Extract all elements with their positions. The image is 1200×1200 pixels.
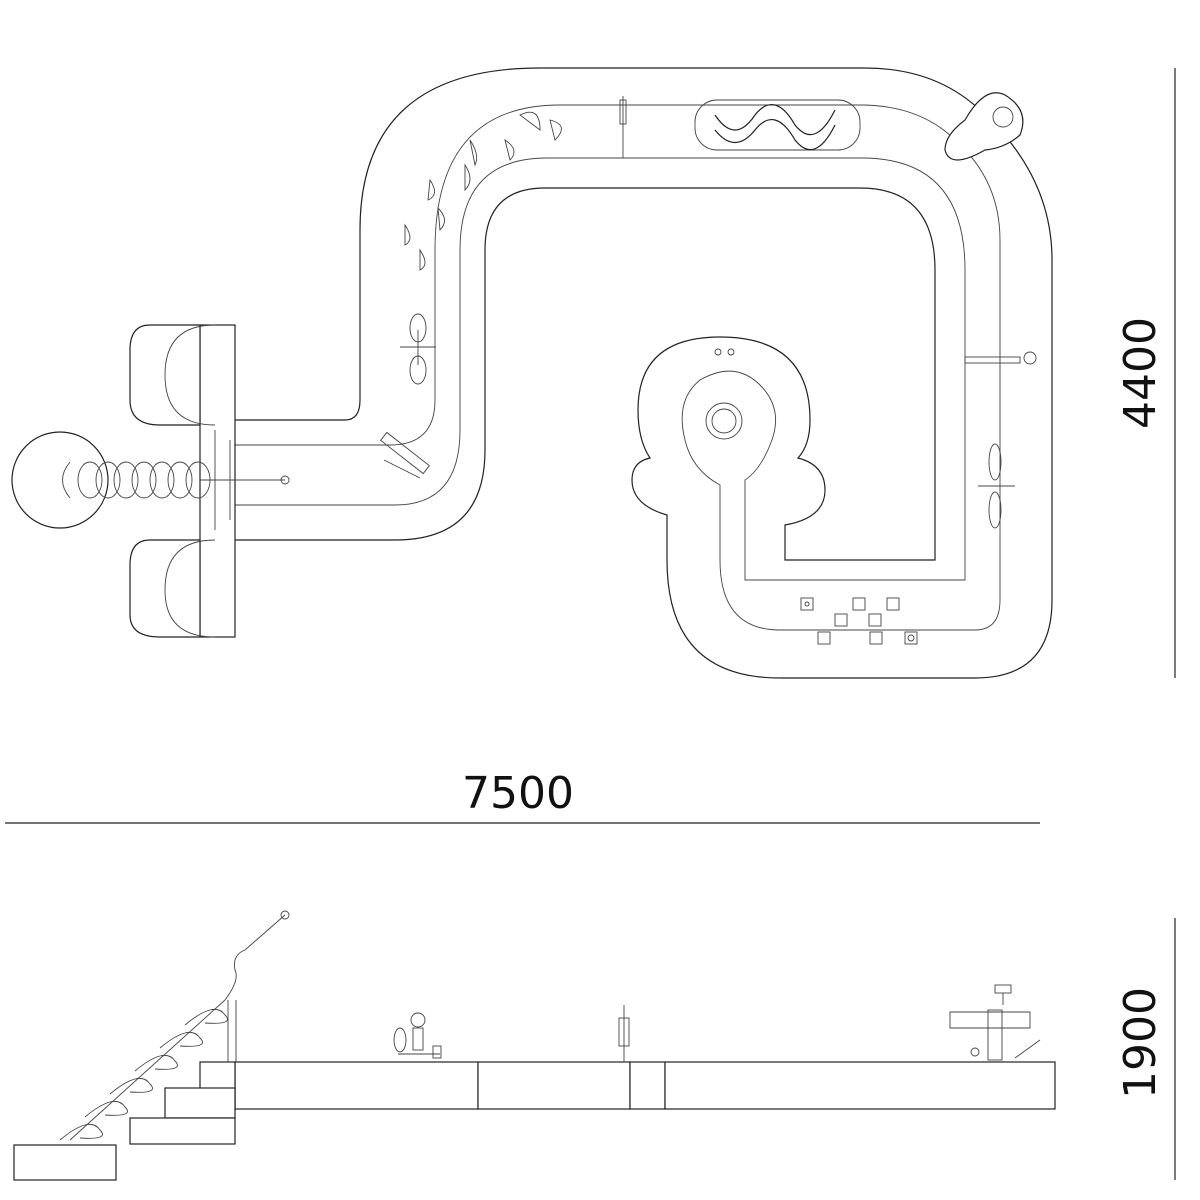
- plan-width-dimension: 7500: [5, 768, 1040, 824]
- stepping-blocks-icon: [800, 597, 918, 645]
- handrail-icon: [200, 430, 290, 530]
- step-block: [164, 1087, 236, 1119]
- rotating-disc-icon: [400, 313, 436, 385]
- rotating-disc-side-icon: [393, 1012, 442, 1059]
- plan-width-label: 7500: [462, 768, 574, 819]
- plan-depth-label: 4400: [1115, 317, 1166, 429]
- turret-icon: [705, 348, 743, 440]
- beam-inner-line: [235, 104, 1001, 631]
- beam-segment: [664, 1061, 1056, 1110]
- rope-bridge-icon: [619, 96, 627, 158]
- swing-bar-icon: [964, 351, 1037, 365]
- swing-bar-side-icon: [949, 984, 1041, 1061]
- left-platform: [199, 324, 236, 638]
- plan-view: [11, 67, 1053, 679]
- step-block: [129, 1117, 236, 1145]
- stepping-half-discs-icon: [404, 111, 562, 271]
- ring-end-icon: [944, 92, 1024, 161]
- beam-segment: [629, 1061, 666, 1110]
- seesaw-plank-icon: [380, 431, 430, 479]
- beam-outer-edge: [235, 67, 1053, 679]
- chain-post-side-icon: [618, 1005, 630, 1062]
- stepping-stone: [164, 539, 216, 638]
- beam-segment: [234, 1061, 479, 1110]
- side-view: [13, 910, 1056, 1181]
- side-height-label: 1900: [1115, 987, 1166, 1099]
- stepping-stone: [164, 324, 216, 426]
- spiral-climber-icon: [59, 910, 290, 1141]
- rotating-disc-icon: [978, 443, 1015, 529]
- side-height-dimension: 1900: [1115, 918, 1176, 1180]
- beam-segment: [477, 1061, 631, 1110]
- spiral-climber-base: [11, 431, 109, 529]
- plan-depth-dimension: 4400: [1115, 68, 1176, 678]
- spiral-base-block: [13, 1144, 117, 1181]
- wavy-rope-panel-icon: [694, 99, 861, 151]
